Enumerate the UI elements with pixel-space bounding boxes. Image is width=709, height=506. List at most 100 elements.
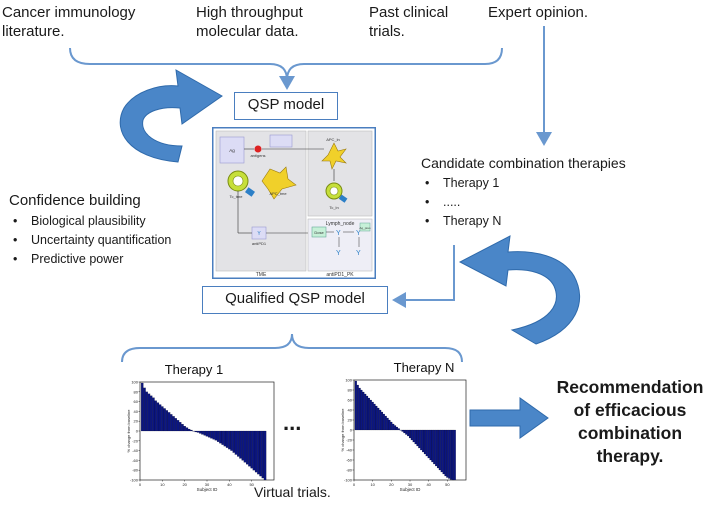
chart-bar — [212, 430, 215, 440]
chart-bar — [172, 416, 175, 432]
chart-bar — [373, 403, 376, 431]
x-tick-label: 0 — [353, 482, 356, 487]
y-tick-label: -80 — [346, 468, 353, 473]
y-tick-label: 80 — [348, 388, 353, 393]
chart-bar — [371, 401, 374, 431]
chart-bar — [143, 387, 146, 432]
chart-bar — [254, 430, 258, 473]
confidence-title: Confidence building — [9, 192, 141, 209]
chart-bar — [252, 430, 256, 471]
chart-title: Therapy N — [394, 360, 455, 375]
x-axis-label: Subject ID — [400, 487, 422, 492]
y-tick-label: 100 — [131, 380, 138, 385]
y-tick-label: 60 — [134, 399, 139, 404]
candidate-item: Therapy N — [421, 212, 626, 231]
chart-bar — [232, 430, 235, 453]
chart-bar — [208, 430, 211, 438]
qsp-model-diagram: TME Lymph_node antiPD1_PK Ag antigens Tc… — [212, 127, 376, 279]
chart-bar — [205, 430, 209, 437]
chart-bar — [250, 430, 253, 469]
qualified-model-label: Qualified QSP model — [202, 286, 388, 314]
chart-bar — [190, 429, 193, 432]
t-tme-label: Tc_tme — [230, 194, 244, 199]
antipd1-label: antiPD1 — [252, 241, 267, 246]
confidence-item: Uncertainty quantification — [9, 231, 171, 250]
x-tick-label: 20 — [389, 482, 394, 487]
chart-bar — [152, 397, 155, 432]
recommendation-arrow — [469, 397, 549, 439]
chart-bar — [165, 410, 168, 432]
chart-bar — [451, 429, 454, 481]
recommendation-text: Recommendation of efficacious combinatio… — [552, 376, 708, 468]
chart-bar — [234, 430, 238, 455]
y-tick-label: 40 — [348, 408, 353, 413]
chart-bar — [223, 430, 227, 447]
chart-bar — [360, 389, 363, 431]
chart-bar — [427, 429, 430, 459]
chart-bar — [401, 429, 404, 432]
chart-bar — [263, 430, 267, 481]
chart-bar — [228, 430, 231, 450]
source-literature: Cancer immunology literature. — [2, 3, 135, 41]
x-tick-label: 50 — [249, 482, 254, 487]
chart-bar — [407, 429, 410, 437]
source-literature-line2: literature. — [2, 23, 65, 40]
chart-bar — [246, 430, 249, 465]
chart-bar — [388, 419, 391, 431]
apc-ln-label: APC_ln — [326, 137, 340, 142]
chart-bar — [199, 430, 202, 434]
y-tick-label: 100 — [345, 378, 352, 383]
chart-bar — [364, 393, 367, 431]
source-clinical-trials: Past clinical trials. — [369, 3, 448, 41]
x-tick-label: 20 — [182, 482, 187, 487]
chart-bar — [369, 399, 372, 431]
chart-bar — [161, 406, 164, 432]
y-tick-label: 20 — [134, 419, 139, 424]
chart-bar — [219, 430, 222, 444]
chart-bar — [248, 430, 251, 467]
chart-bar — [216, 430, 220, 442]
y-tick-label: 80 — [134, 389, 139, 394]
chart-bar — [367, 397, 370, 431]
chart-bar — [418, 429, 421, 449]
chart-bar — [375, 405, 378, 431]
chart-bar — [438, 429, 441, 471]
chart-bar — [416, 429, 419, 447]
chart-bar — [261, 430, 265, 479]
chart-bar — [221, 430, 224, 445]
recommendation-line: of efficacious — [573, 400, 687, 420]
y-tick-label: -40 — [132, 448, 139, 453]
lymph-node-label: Lymph_node — [326, 221, 355, 227]
y-tick-label: 60 — [348, 398, 353, 403]
chart-bar — [176, 420, 180, 432]
chart-bar — [225, 430, 229, 448]
y-tick-label: -60 — [346, 458, 353, 463]
y-tick-label: -100 — [344, 478, 353, 483]
y-tick-label: -40 — [346, 448, 353, 453]
chart-bar — [167, 412, 171, 432]
y-axis-label: % change from baseline — [340, 408, 345, 452]
source-molecular-line2: molecular data. — [196, 23, 299, 40]
svg-text:Y: Y — [336, 250, 341, 257]
dose-label: Dose — [314, 230, 324, 235]
chart-bar — [141, 382, 144, 432]
chart-bar — [380, 411, 384, 431]
chart-bar — [403, 429, 406, 434]
top-bracket — [69, 47, 503, 81]
antigens-label: antigens — [250, 153, 265, 158]
chart-bar — [379, 409, 382, 431]
chart-title: Therapy 1 — [165, 362, 224, 377]
y-axis-label: % change from baseline — [126, 409, 131, 453]
chart-bar — [354, 380, 357, 431]
chart-bar — [163, 408, 166, 432]
chart-bar — [158, 404, 162, 432]
chart-bar — [366, 395, 369, 431]
qsp-model-label: QSP model — [234, 92, 338, 120]
chart-bar — [362, 391, 365, 431]
x-tick-label: 40 — [227, 482, 232, 487]
y-tick-label: 20 — [348, 418, 353, 423]
chart-bar — [392, 423, 395, 431]
chart-bar — [408, 429, 412, 439]
